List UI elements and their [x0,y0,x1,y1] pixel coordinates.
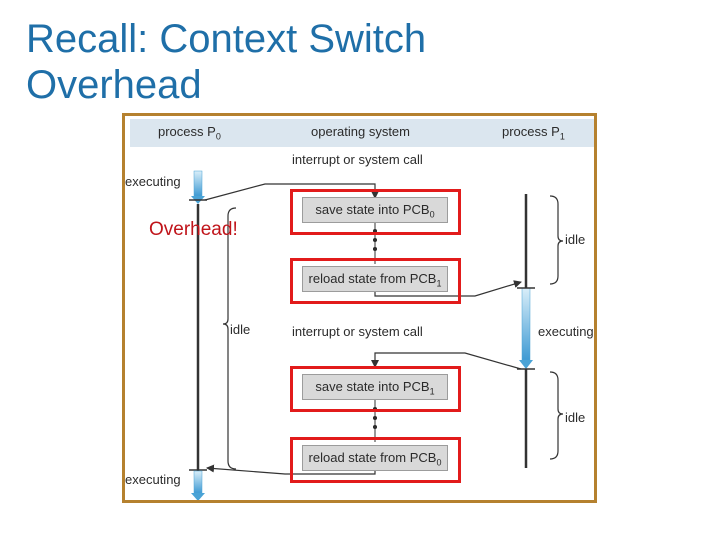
p0-executing-top-arrow [191,170,205,204]
box-save-state-pcb1: save state into PCB1 [302,374,448,400]
label-p1-idle-bottom: idle [565,410,586,425]
label-p1-executing: executing [538,324,594,339]
highlight-save-pcb0 [290,189,461,235]
p1-idle-brace-top [549,195,564,285]
label-interrupt-1: interrupt or system call [292,152,423,167]
box-reload-state-pcb1: reload state from PCB1 [302,266,448,292]
header-process-p0: process P0 [158,124,221,142]
context-switch-diagram: process P0 operating system process P1 [122,113,597,503]
box-reload-state-pcb0: reload state from PCB0 [302,445,448,471]
highlight-save-pcb1 [290,366,461,412]
slide-title: Recall: Context Switch Overhead [26,16,426,108]
label-interrupt-2: interrupt or system call [292,324,423,339]
diagram-lines [189,170,564,500]
dispatch-arrow-p1 [374,280,522,297]
highlight-reload-pcb0 [290,437,461,483]
header-process-p1: process P1 [502,124,565,142]
p1-idle-brace-bottom [549,371,564,460]
highlight-reload-pcb1 [290,258,461,304]
interrupt-arrow-2 [371,352,522,370]
label-p0-idle: idle [230,322,251,337]
p0-executing-bottom-arrow [191,470,205,500]
label-p0-executing-bottom: executing [125,472,181,487]
overhead-label: Overhead! [149,219,238,240]
label-p0-executing-top: executing [125,174,181,189]
title-line-2: Overhead [26,63,202,107]
p1-executing-arrow [519,287,533,369]
title-line-1: Recall: Context Switch [26,17,427,61]
p0-idle-brace [222,207,237,470]
box-save-state-pcb0: save state into PCB0 [302,197,448,223]
label-p1-idle-top: idle [565,232,586,247]
header-operating-system: operating system [311,124,410,139]
diagram-header [130,119,594,147]
